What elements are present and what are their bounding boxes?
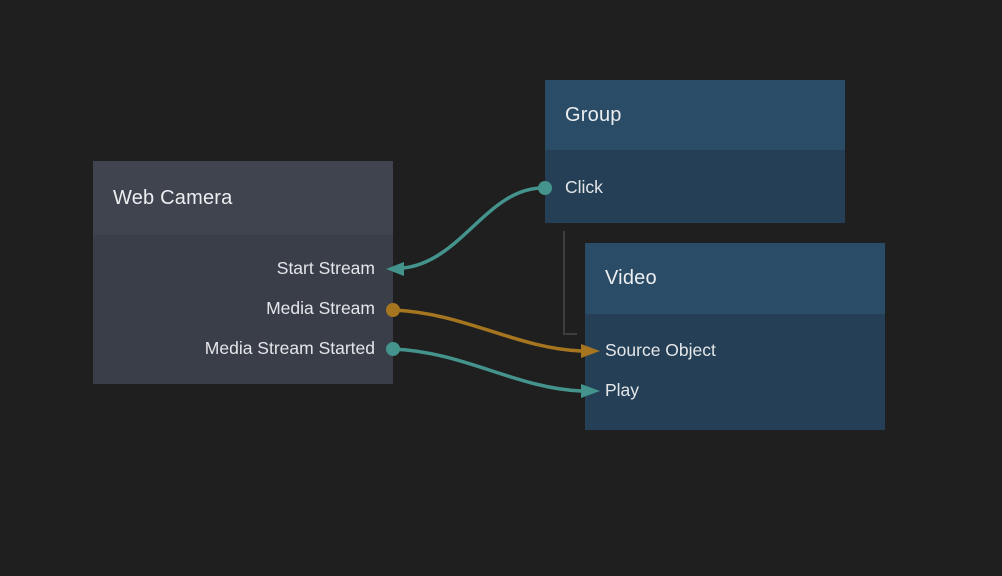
- node-web-camera-body: Start Stream Media Stream Media Stream S…: [93, 235, 393, 384]
- node-video[interactable]: Video Source Object Play: [585, 243, 885, 430]
- node-video-title: Video: [605, 267, 657, 289]
- node-video-header[interactable]: Video: [585, 243, 885, 314]
- node-group-header[interactable]: Group: [545, 80, 845, 150]
- port-click[interactable]: Click: [545, 167, 845, 207]
- port-play[interactable]: Play: [585, 370, 885, 410]
- node-web-camera[interactable]: Web Camera Start Stream Media Stream Med…: [93, 161, 393, 384]
- wire-click-to-start-stream[interactable]: [401, 186, 547, 270]
- port-media-stream[interactable]: Media Stream: [93, 288, 393, 328]
- node-web-camera-header[interactable]: Web Camera: [93, 161, 393, 235]
- node-web-camera-title: Web Camera: [113, 186, 233, 209]
- port-start-stream-label: Start Stream: [276, 257, 375, 278]
- node-group-title: Group: [565, 103, 622, 126]
- port-source-object-label: Source Object: [605, 339, 716, 360]
- port-start-stream[interactable]: Start Stream: [93, 248, 393, 288]
- port-source-object[interactable]: Source Object: [585, 330, 885, 370]
- port-media-stream-started[interactable]: Media Stream Started: [93, 328, 393, 368]
- port-media-stream-started-label: Media Stream Started: [204, 337, 375, 358]
- node-video-body: Source Object Play: [585, 314, 885, 430]
- node-group-body: Click: [545, 150, 845, 223]
- node-group[interactable]: Group Click: [545, 80, 845, 223]
- port-media-stream-label: Media Stream: [266, 297, 375, 318]
- connector-group-to-video[interactable]: [563, 231, 577, 335]
- wire-media-stream-started-to-play[interactable]: [391, 347, 583, 393]
- port-click-label: Click: [565, 176, 603, 197]
- port-play-label: Play: [605, 379, 640, 400]
- wire-media-stream-to-source-object[interactable]: [391, 308, 583, 353]
